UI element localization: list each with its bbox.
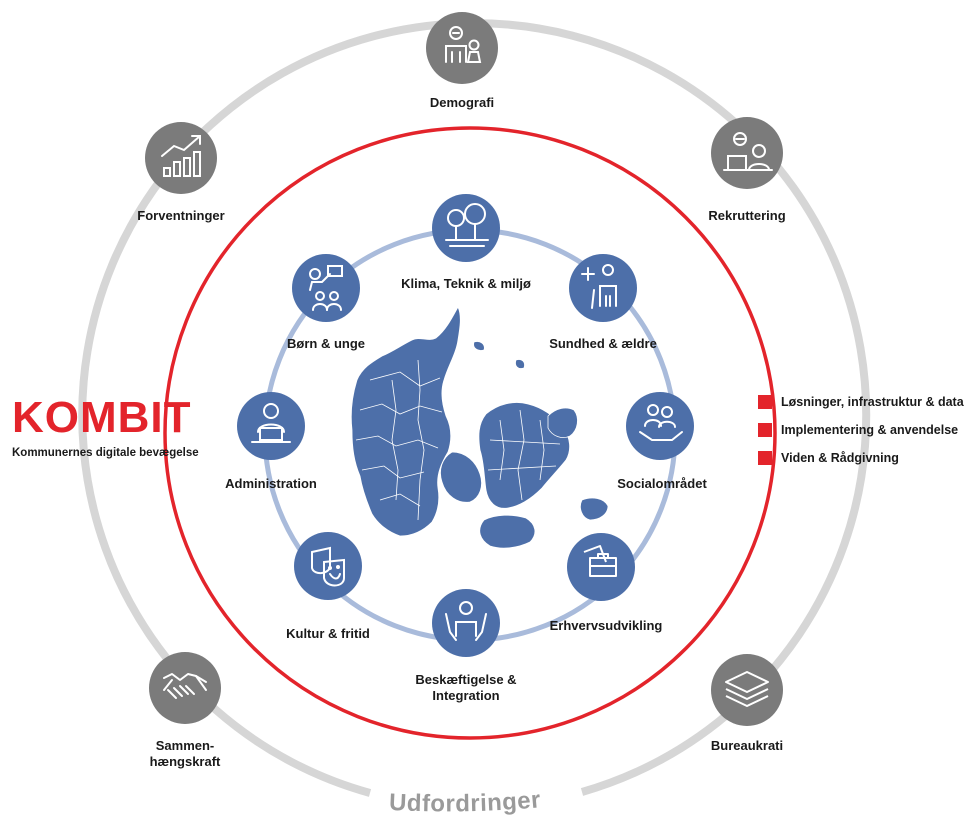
administration-node xyxy=(237,392,305,460)
family-icon xyxy=(445,26,482,63)
legend: Løsninger, infrastruktur & data Implemen… xyxy=(758,388,964,472)
supported-person-icon xyxy=(445,601,487,641)
theater-masks-icon xyxy=(311,546,345,587)
social-label: Socialområdet xyxy=(617,476,707,491)
legend-label: Løsninger, infrastruktur & data xyxy=(781,395,964,409)
growth-chart-icon xyxy=(161,135,201,177)
administration-label: Administration xyxy=(225,476,317,491)
kombit-logo: KOMBIT xyxy=(12,393,192,442)
legend-label: Viden & Rådgivning xyxy=(781,451,899,465)
born-label: Børn & unge xyxy=(287,336,365,351)
office-worker-icon xyxy=(251,403,291,443)
legend-item: Viden & Rådgivning xyxy=(758,444,964,472)
trees-icon xyxy=(445,203,489,247)
kombit-red-ring xyxy=(163,126,777,740)
erhverv-label: Erhvervsudvikling xyxy=(549,618,663,633)
classroom-icon xyxy=(309,265,343,311)
municipality-borders xyxy=(355,359,561,521)
legend-item: Implementering & anvendelse xyxy=(758,416,964,444)
legend-item: Løsninger, infrastruktur & data xyxy=(758,388,964,416)
forventninger-label: Forventninger xyxy=(137,208,225,223)
social-node xyxy=(626,392,694,460)
demografi-label: Demografi xyxy=(429,95,495,110)
erhverv-node xyxy=(567,533,635,601)
kombit-tagline: Kommunernes digitale bevægelse xyxy=(12,447,199,459)
elderly-care-icon xyxy=(581,264,617,309)
layers-icon xyxy=(725,671,769,707)
sundhed-node xyxy=(569,254,637,322)
demografi-node xyxy=(426,12,498,84)
legend-swatch xyxy=(758,395,772,409)
sammenhaengskraft-label: Sammen- hængskraft xyxy=(149,738,221,769)
legend-swatch xyxy=(758,451,772,465)
rekruttering-label: Rekruttering xyxy=(708,208,786,223)
rekruttering-node xyxy=(711,117,783,189)
forventninger-node xyxy=(145,122,217,194)
beskaeftigelse-node xyxy=(432,589,500,657)
kultur-node xyxy=(294,532,362,600)
sammenhaengskraft-node xyxy=(149,652,221,724)
interview-icon xyxy=(723,132,773,171)
legend-swatch xyxy=(758,423,772,437)
briefcase-icon xyxy=(583,545,617,577)
legend-label: Implementering & anvendelse xyxy=(781,423,959,437)
klima-label: Klima, Teknik & miljø xyxy=(401,276,531,291)
challenges-ring-title: Udfordringer xyxy=(389,786,542,817)
sundhed-label: Sundhed & ældre xyxy=(549,336,657,351)
care-hand-icon xyxy=(639,404,683,441)
bureaukrati-node xyxy=(711,654,783,726)
bureaukrati-label: Bureaukrati xyxy=(710,738,784,753)
handshake-icon xyxy=(163,673,207,699)
denmark-map xyxy=(350,306,609,549)
kultur-label: Kultur & fritid xyxy=(286,626,370,641)
klima-node xyxy=(432,194,500,262)
born-node xyxy=(292,254,360,322)
beskaeftigelse-label: Beskæftigelse & Integration xyxy=(415,672,517,703)
